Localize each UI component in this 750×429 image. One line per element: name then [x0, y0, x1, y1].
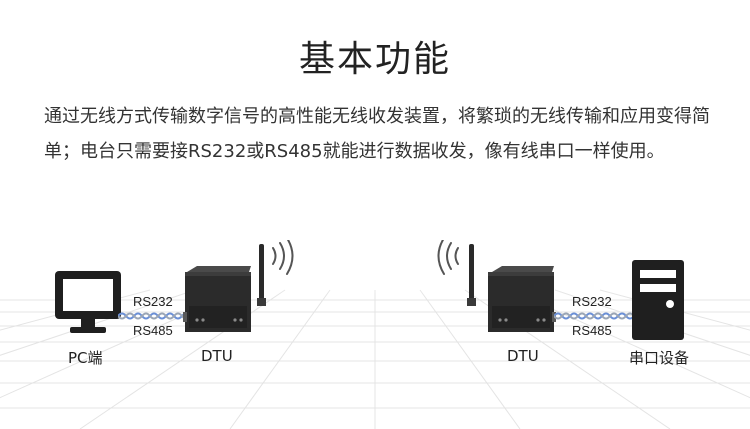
dtu-router-icon-right [437, 240, 556, 332]
page-title: 基本功能 [298, 39, 451, 80]
port-label-rs232-left: RS232 [133, 294, 173, 309]
intro-paragraph: 通过无线方式传输数字信号的高性能无线收发装置，将繁琐的无线传输和应用变得简单；电… [44, 106, 710, 162]
port-label-rs485-right: RS485 [572, 323, 612, 338]
antenna-icon [257, 244, 266, 306]
serial-cable-left [118, 312, 190, 320]
wireless-signal-icon [272, 240, 294, 275]
serial-cable-right [554, 312, 634, 320]
dtu-router-icon-left [183, 240, 294, 332]
dtu-label-left: DTU [201, 347, 233, 365]
server-tower-icon [632, 260, 684, 340]
dtu-label-right: DTU [507, 347, 539, 365]
port-label-rs485-left: RS485 [133, 323, 173, 338]
port-label-rs232-right: RS232 [572, 294, 612, 309]
serial-device-label: 串口设备 [629, 349, 690, 367]
monitor-icon [55, 271, 121, 333]
wireless-signal-icon [437, 240, 459, 275]
pc-label: PC端 [68, 349, 103, 367]
antenna-icon [467, 244, 476, 306]
